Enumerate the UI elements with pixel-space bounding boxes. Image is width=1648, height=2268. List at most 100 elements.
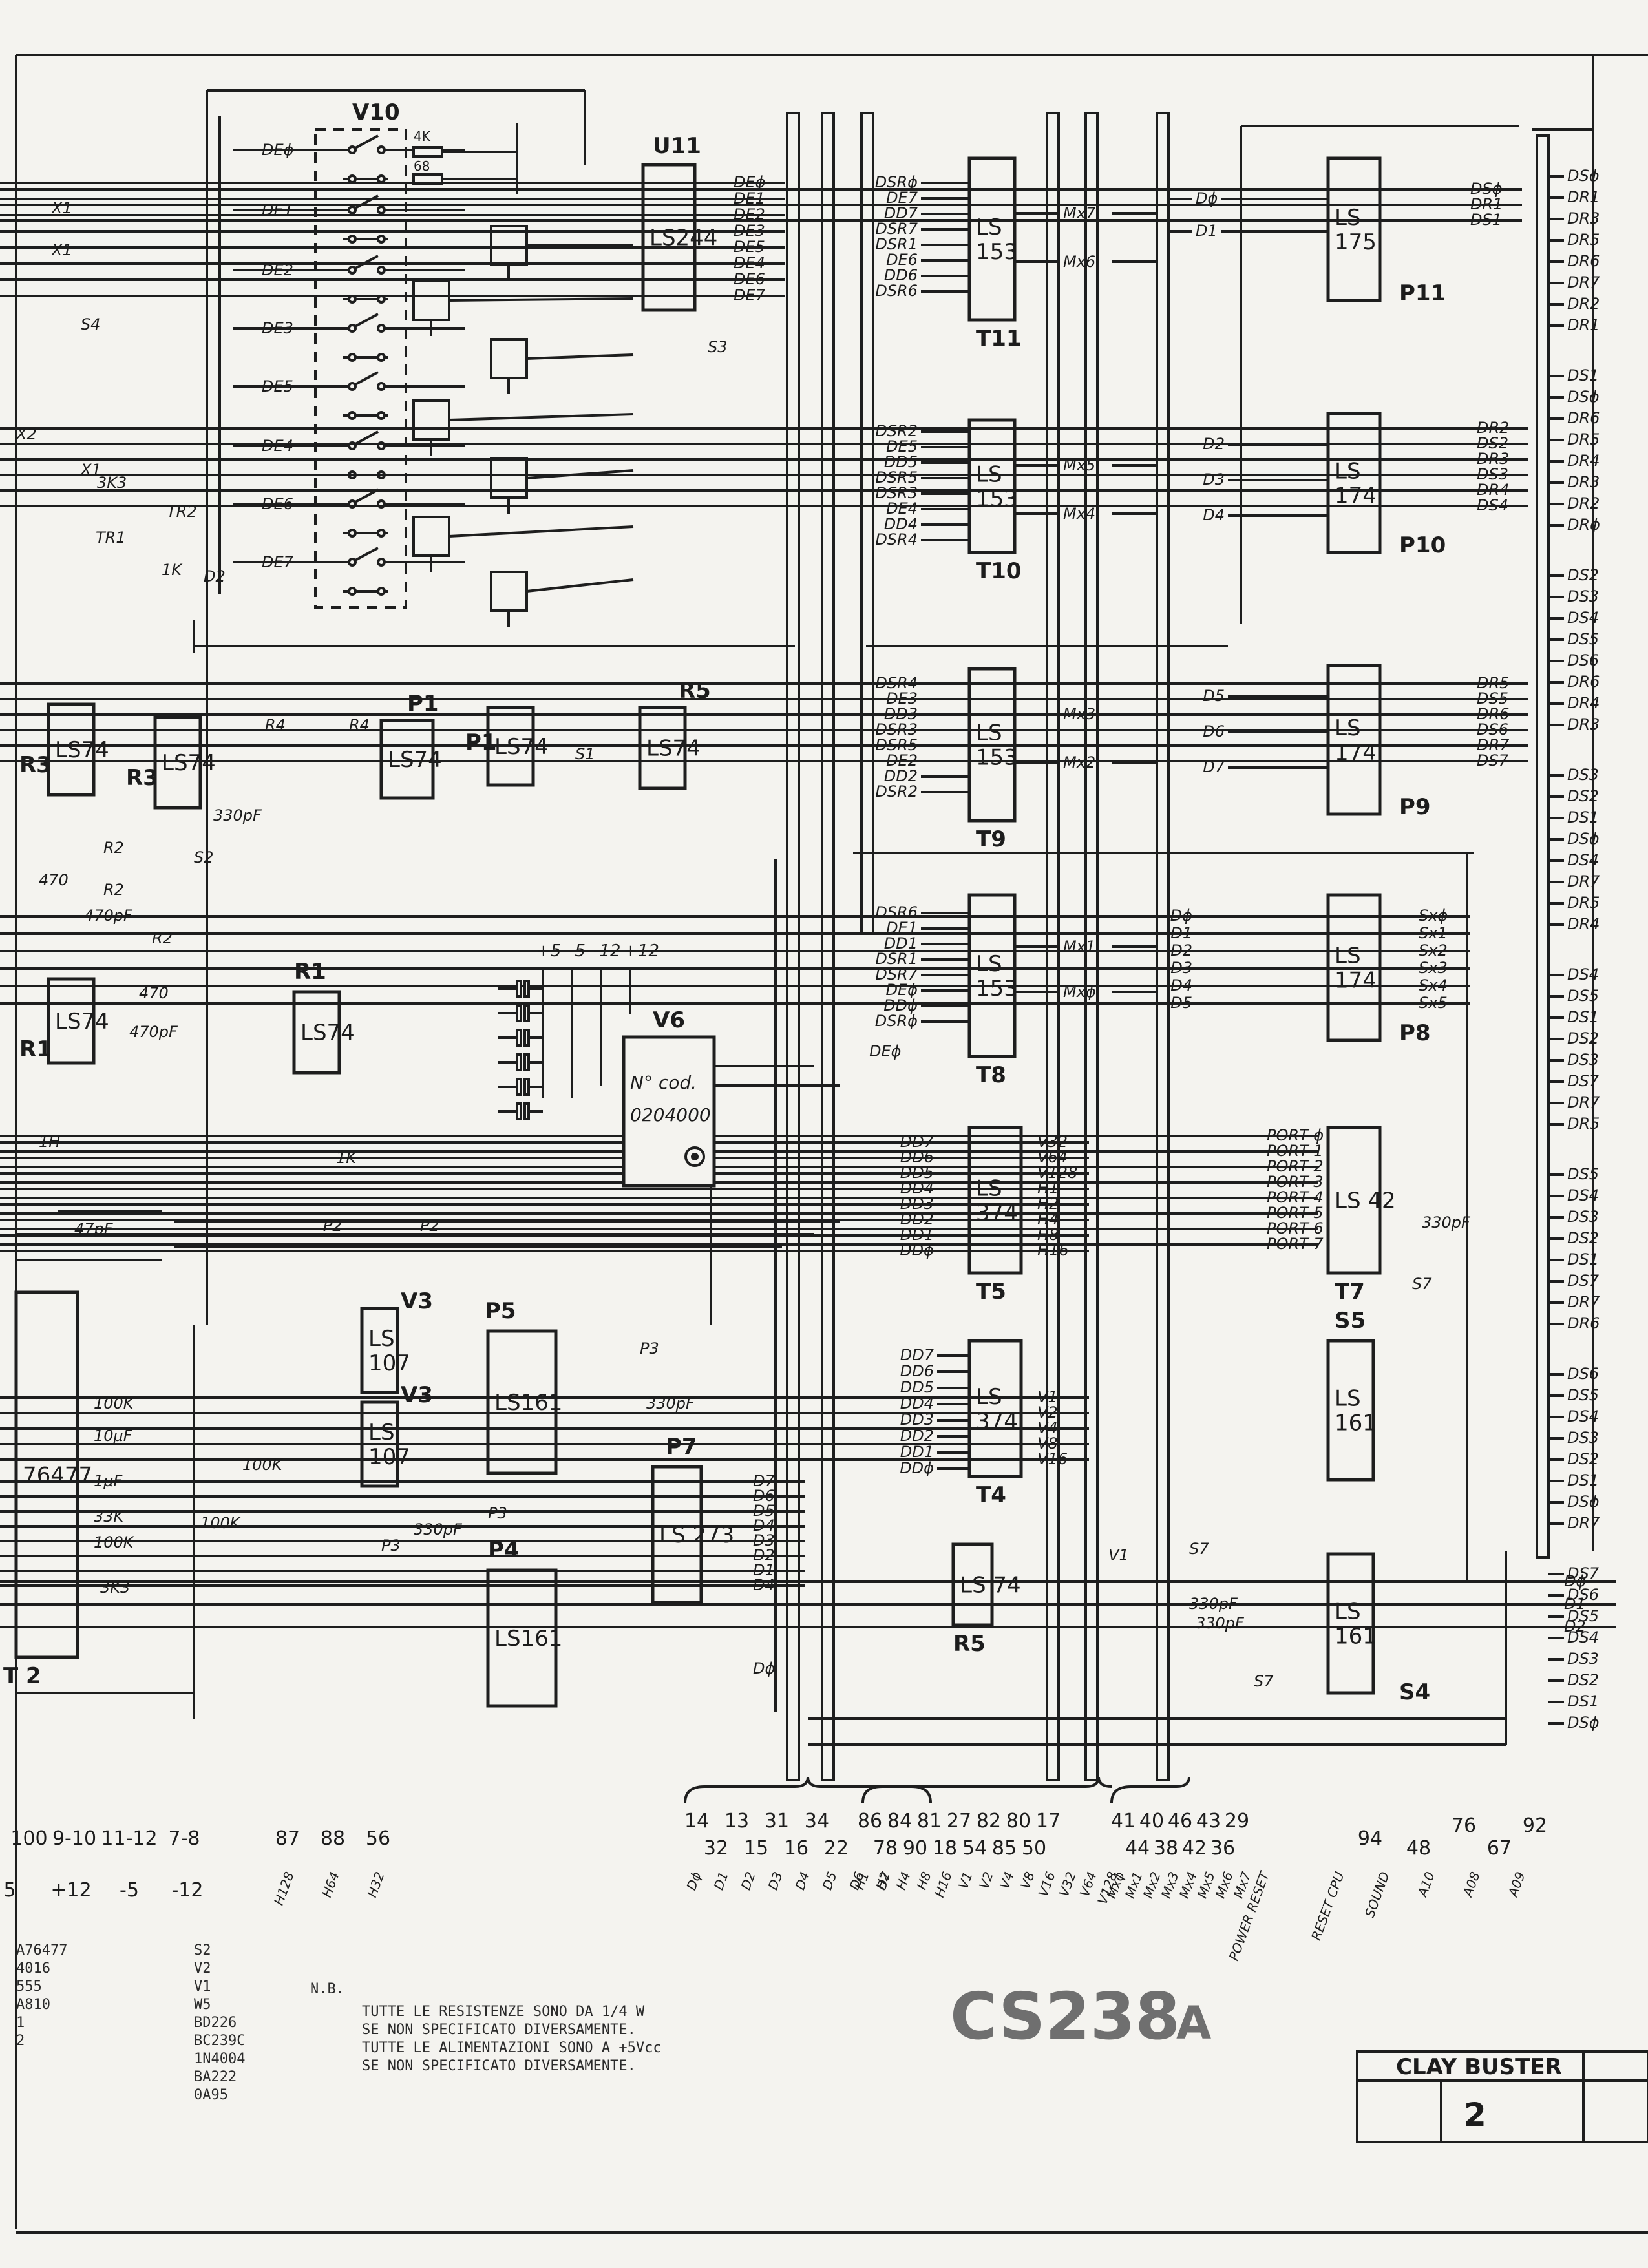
mux-input: DE4 <box>886 499 918 518</box>
mux-input: DD2 <box>884 767 918 785</box>
chip-type: LS <box>1335 1599 1361 1625</box>
connector-power: 5 <box>3 1879 16 1902</box>
label-d0: Dϕ <box>1196 189 1218 207</box>
edge-signal: DSϕ <box>1567 167 1600 185</box>
chip-ref: T4 <box>976 1482 1006 1508</box>
chip-type: 76477 <box>23 1463 92 1489</box>
connector-pin: 44 <box>1125 1837 1150 1860</box>
mux-input: DD1 <box>884 934 918 952</box>
edge-signal: DS7 <box>1567 1564 1600 1582</box>
edge-signal: DR7 <box>1567 872 1600 890</box>
connector-pin: 67 <box>1487 1837 1512 1860</box>
parts-right: 1N4004 <box>194 2051 245 2067</box>
connector-pin: 56 <box>366 1827 390 1850</box>
parts-list: A764774016555A81012S2V2V1W5BD226BC239C1N… <box>16 1942 245 2103</box>
chip-type: LS <box>976 215 1002 240</box>
mux-input: DSR6 <box>875 903 918 921</box>
edge-signal: DS2 <box>1567 566 1599 584</box>
label-r_33k: 33K <box>94 1507 125 1526</box>
chip-type: LS <box>1335 459 1361 485</box>
p10-input: D3 <box>1203 470 1225 488</box>
rail-12v: +12 <box>624 941 659 961</box>
label-p2: P2 <box>420 1217 439 1235</box>
label-s4: S4 <box>81 315 101 333</box>
edge-signal: DS6 <box>1567 651 1599 669</box>
edge-signal: DS1 <box>1567 1008 1599 1026</box>
mux-input: DD4 <box>884 515 918 533</box>
chip-ref: R1 <box>19 1036 52 1062</box>
connector-pin: 80 <box>1006 1810 1031 1832</box>
connector-signal: H8 <box>914 1870 935 1892</box>
chip-type: LS74 <box>301 1020 355 1046</box>
chip-type: 107 <box>368 1350 410 1376</box>
connector-pin: 50 <box>1022 1837 1046 1860</box>
parts-left: A76477 <box>16 1942 67 1958</box>
chip-ref: R3 <box>19 752 52 778</box>
edge-signal: DS1 <box>1567 808 1599 826</box>
connector-pin: 43 <box>1196 1810 1221 1832</box>
label-d1: D1 <box>1196 222 1218 240</box>
label-c_1m: 1µF <box>94 1472 123 1490</box>
connector-pin: 7-8 <box>169 1827 200 1850</box>
edge-signal: DS6 <box>1567 1586 1599 1604</box>
connector-signal: D4 <box>792 1870 813 1893</box>
chip-ref: P5 <box>485 1298 516 1324</box>
edge-signal: DR3 <box>1567 715 1600 733</box>
chip-ref: R1 <box>294 959 326 985</box>
label-r_1k: 1K <box>336 1149 357 1167</box>
p10-input: D4 <box>1203 506 1225 524</box>
chip-ref: S5 <box>1335 1308 1366 1334</box>
label-c_470pf: 470pF <box>129 1023 178 1041</box>
mux-input: DE5 <box>886 437 918 456</box>
connector-signal: D3 <box>765 1870 786 1893</box>
connector-pin: 42 <box>1182 1837 1207 1860</box>
label-r_470: 470 <box>139 984 169 1002</box>
label-p3: P3 <box>640 1339 659 1358</box>
edge-signal: DR4 <box>1567 694 1600 712</box>
label-r2: R2 <box>152 929 173 947</box>
chip-type: 153 <box>976 976 1018 1002</box>
connector-pin: 81 <box>917 1810 942 1832</box>
mux-input: DSRϕ <box>875 1012 918 1030</box>
mux-input: DDϕ <box>883 996 918 1014</box>
edge-signal: DS3 <box>1567 1051 1599 1069</box>
connector-power: -5 <box>120 1879 139 1902</box>
chip-r1b: LS74 R1 <box>292 959 355 1075</box>
edge-signal: DSϕ <box>1567 1493 1600 1511</box>
connector-pin: 85 <box>992 1837 1017 1860</box>
label-d2: D2 <box>204 567 226 585</box>
label-r_3k3: 3K3 <box>97 474 127 492</box>
rail-minus5v: -5 <box>569 941 586 961</box>
edge-signal: DR6 <box>1567 252 1600 270</box>
edge-signal: DS3 <box>1567 766 1599 784</box>
connector-pin: 100 <box>10 1827 47 1850</box>
chip-ref: P1 <box>465 730 497 755</box>
dip-resistor-68: 68 <box>414 158 430 174</box>
parts-left: 1 <box>16 2015 25 2031</box>
chip-ref: R3 <box>126 765 158 791</box>
module-v6-code: 0204000 <box>630 1104 711 1126</box>
connector-pin: 87 <box>275 1827 300 1850</box>
connector-signal: H4 <box>893 1870 914 1892</box>
label-r_100: 100K <box>200 1514 242 1532</box>
chip-ref: U11 <box>653 133 701 159</box>
connector-pin: 40 <box>1139 1810 1164 1832</box>
parts-right: S2 <box>194 1942 211 1958</box>
connector-signal: A09 <box>1505 1870 1528 1900</box>
connector-pin: 90 <box>903 1837 927 1860</box>
notes-line-3: TUTTE LE ALIMENTAZIONI SONO A +5Vcc <box>362 2040 662 2056</box>
edge-signal: DS5 <box>1567 987 1599 1005</box>
connector-signal: V16 <box>1035 1870 1059 1899</box>
connector-signal: V1 <box>955 1870 976 1891</box>
mux-input: DSR6 <box>875 282 918 300</box>
edge-signal: DR4 <box>1567 915 1600 933</box>
chip-type: LS <box>976 951 1002 977</box>
edge-signal: DS3 <box>1567 1650 1599 1668</box>
label-x1: X1 <box>79 461 101 479</box>
edge-signal: DS4 <box>1567 609 1599 627</box>
edge-signal: DS4 <box>1567 1186 1599 1204</box>
edge-signal: DS3 <box>1567 1208 1599 1226</box>
